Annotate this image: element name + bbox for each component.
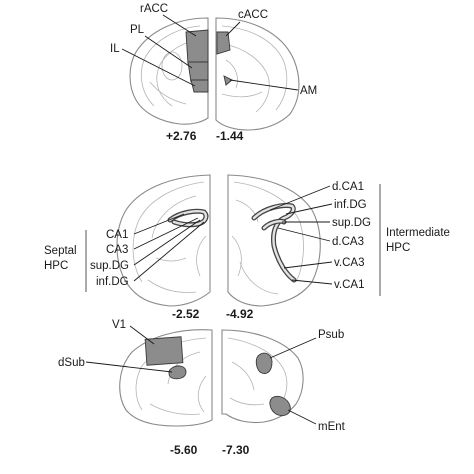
middle-left-section (116, 174, 211, 307)
right-inf-dg-label: inf.DG (334, 199, 367, 211)
dsub-label: dSub (58, 357, 85, 369)
septal-group-label-line1: Septal (44, 245, 77, 257)
ment-leader (287, 409, 317, 425)
cacc-label: cACC (238, 9, 268, 21)
cacc-region (216, 31, 231, 55)
middle-right-coordinate: -4.92 (226, 307, 254, 321)
ment-label: mEnt (318, 421, 346, 433)
v1-region (144, 336, 184, 366)
psub-leader (269, 337, 317, 359)
top-right-coordinate: -1.44 (216, 129, 244, 143)
left-ca1-leader (133, 213, 185, 235)
v1-label: V1 (112, 319, 126, 331)
right-d-ca3-label: d.CA3 (332, 236, 364, 248)
psub-region (255, 352, 273, 374)
left-sup-dg-leader (133, 219, 201, 266)
il-region (190, 79, 209, 93)
left-inf-dg-leader (133, 221, 205, 282)
am-label: AM (300, 85, 317, 97)
bottom-right-section (221, 329, 304, 424)
bottom-right-coordinate: -7.30 (222, 443, 250, 457)
right-v-ca1-label: v.CA1 (334, 279, 364, 291)
racc-label: rACC (140, 3, 168, 15)
right-v-ca3-leader (283, 261, 333, 269)
top-right-section (215, 17, 300, 131)
pl-region (187, 61, 209, 83)
right-sup-dg-label: sup.DG (332, 217, 371, 229)
v1-leader (129, 325, 155, 345)
dsub-region (168, 365, 187, 380)
racc-region (185, 29, 209, 65)
intermediate-group-label-line1: Intermediate (386, 227, 450, 239)
left-inf-dg-label: inf.DG (96, 276, 129, 288)
left-ca3-label: CA3 (106, 244, 128, 256)
cacc-leader (225, 21, 241, 37)
right-v-ca1-leader (291, 279, 333, 285)
right-inf-dg-leader (285, 203, 333, 215)
racc-leader (162, 14, 197, 37)
right-d-ca1-label: d.CA1 (332, 181, 364, 193)
ment-region (269, 395, 291, 417)
bottom-left-coordinate: -5.60 (170, 443, 198, 457)
left-sup-dg-label: sup.DG (90, 260, 129, 272)
left-ca3-leader (133, 217, 199, 250)
am-region (223, 75, 233, 86)
septal-group-label-line2: HPC (44, 260, 68, 272)
pl-leader (144, 35, 193, 69)
left-ca1-label: CA1 (106, 229, 128, 241)
right-d-ca3-leader (277, 227, 331, 242)
middle-left-coordinate: -2.52 (172, 307, 200, 321)
il-label: IL (110, 43, 120, 55)
dsub-leader (85, 361, 173, 373)
right-d-ca1-leader (269, 185, 331, 211)
am-leader (229, 79, 299, 91)
il-leader (121, 48, 196, 87)
right-v-ca3-label: v.CA3 (334, 257, 364, 269)
pl-label: PL (130, 24, 145, 36)
psub-label: Psub (318, 329, 344, 341)
intermediate-group-label-line2: HPC (386, 242, 410, 254)
top-left-coordinate: +2.76 (166, 129, 197, 143)
